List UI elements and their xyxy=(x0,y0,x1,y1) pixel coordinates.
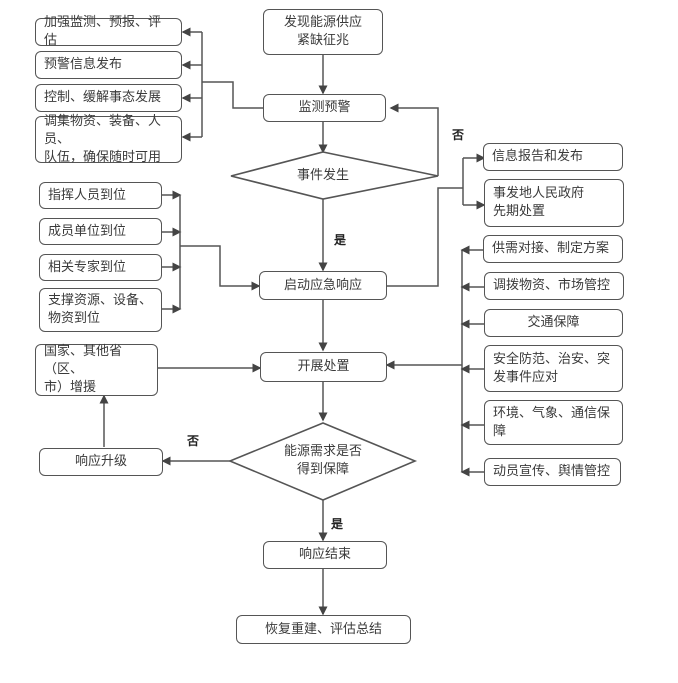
activate-left-2: 成员单位到位 xyxy=(39,218,162,245)
node-upgrade: 响应升级 xyxy=(39,448,163,476)
handle-right-3: 交通保障 xyxy=(484,309,623,337)
label-event-yes: 是 xyxy=(334,233,347,247)
activate-left-1: 指挥人员到位 xyxy=(39,182,162,209)
monitor-action-2: 预警信息发布 xyxy=(35,51,182,79)
edge-monitor-actions xyxy=(202,81,263,109)
node-support: 国家、其他省（区、 市）增援 xyxy=(35,344,158,396)
event-decision-diamond xyxy=(230,151,439,200)
edge-resources-activate xyxy=(180,245,261,291)
handle-right-1: 供需对接、制定方案 xyxy=(483,235,623,263)
energy-decision-diamond xyxy=(227,422,418,501)
edge-event-no xyxy=(389,103,439,176)
handle-right-5: 环境、气象、通信保 障 xyxy=(484,400,623,445)
handle-right-4: 安全防范、治安、突 发事件应对 xyxy=(484,345,623,392)
handle-right-6: 动员宣传、舆情管控 xyxy=(484,458,621,486)
activate-left-4: 支撑资源、设备、 物资到位 xyxy=(39,288,162,332)
label-event-no: 否 xyxy=(452,128,465,142)
monitor-action-1: 加强监测、预报、评估 xyxy=(35,15,182,48)
label-event-decision: 事件发生 xyxy=(296,168,349,183)
handle-right-2: 调拨物资、市场管控 xyxy=(484,272,624,300)
node-handle: 开展处置 xyxy=(260,352,387,382)
label-energy-yes: 是 xyxy=(331,517,344,531)
node-start: 发现能源供应 紧缺征兆 xyxy=(263,9,383,55)
node-recover: 恢复重建、评估总结 xyxy=(236,615,411,644)
node-end: 响应结束 xyxy=(263,541,387,569)
activate-left-3: 相关专家到位 xyxy=(39,254,162,281)
label-energy-no: 否 xyxy=(187,434,200,448)
label-energy-decision: 能源需求是否 得到保障 xyxy=(283,444,362,477)
node-activate: 启动应急响应 xyxy=(259,271,387,300)
activate-right-2: 事发地人民政府 先期处置 xyxy=(484,179,624,227)
activate-right-1: 信息报告和发布 xyxy=(483,143,623,171)
monitor-action-4: 调集物资、装备、人员、 队伍，确保随时可用 xyxy=(35,114,182,165)
node-monitor: 监测预警 xyxy=(263,94,386,122)
monitor-action-3: 控制、缓解事态发展 xyxy=(35,84,182,112)
